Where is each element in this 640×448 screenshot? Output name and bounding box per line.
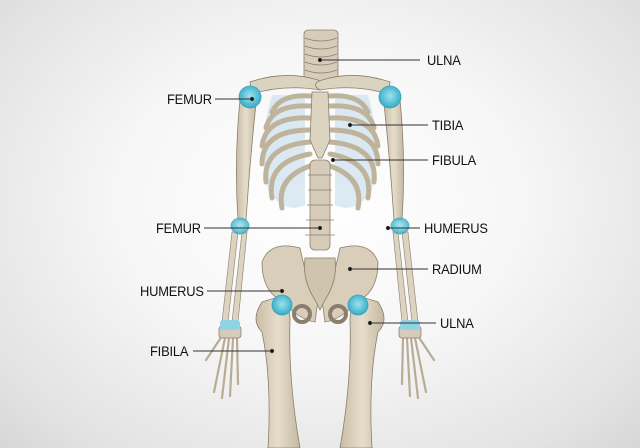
- label-fibula: FIBULA: [432, 152, 477, 168]
- label-fibila: FIBILA: [150, 343, 189, 359]
- hands: [204, 325, 436, 400]
- label-tibia: TIBIA: [432, 117, 464, 133]
- label-ulna-hip: ULNA: [440, 315, 474, 331]
- rib-cage: [259, 91, 381, 211]
- label-humerus-elbow: HUMERUS: [424, 220, 488, 236]
- label-ulna-neck: ULNA: [427, 52, 461, 68]
- label-humerus-hip: HUMERUS: [140, 283, 204, 299]
- clavicles: [249, 75, 391, 95]
- pelvis: [261, 245, 379, 324]
- leader-lines: [193, 57, 436, 354]
- joint-highlights: [220, 85, 420, 330]
- cervical-spine: [303, 29, 339, 83]
- label-femur-shoulder: FEMUR: [167, 91, 212, 107]
- lumbar-spine: [305, 159, 335, 251]
- label-femur-elbow: FEMUR: [156, 220, 201, 236]
- femurs: [255, 297, 385, 448]
- label-radium: RADIUM: [432, 261, 482, 277]
